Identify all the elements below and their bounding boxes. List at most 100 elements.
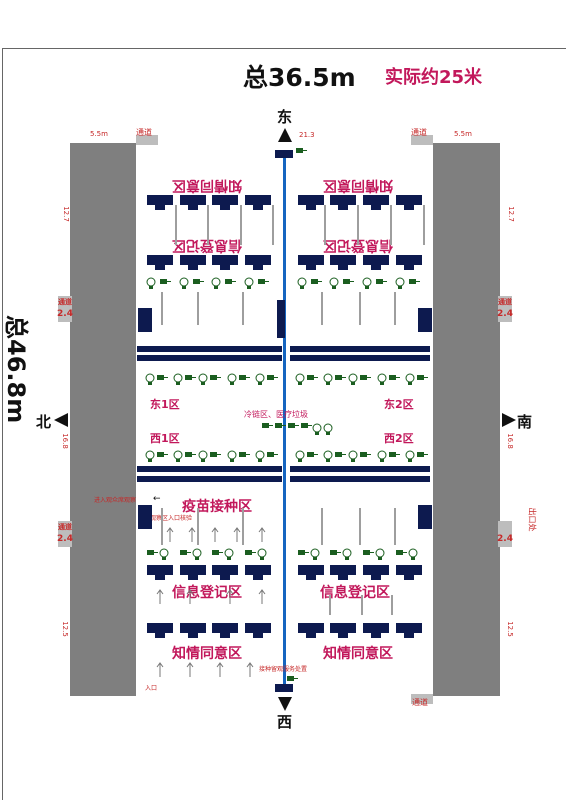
area-east2: 东2区 [384, 398, 414, 411]
plug-top-3 [258, 279, 265, 284]
bulb-top-5 [329, 277, 339, 287]
bulb-low-0 [159, 548, 169, 558]
bulb-top-3 [244, 277, 254, 287]
desk-register-top-0 [147, 255, 173, 265]
dim-left-gate: 2.4 [57, 309, 73, 319]
plug-low-0 [147, 550, 154, 555]
desk-consent-top-3-chair [253, 205, 263, 210]
bar-east-right-2 [290, 355, 430, 361]
desk-consent-bottom-1 [180, 623, 206, 633]
plug-east-l-2 [210, 375, 217, 380]
desk-consent-top-7-chair [404, 205, 414, 210]
north-arrow-up [278, 128, 292, 142]
desk-register-bottom-5-chair [338, 575, 348, 580]
area-east1: 东1区 [150, 398, 180, 411]
bulb-low-6-base [378, 557, 382, 560]
flow-arrow-c-0-head [156, 662, 164, 668]
top-left-passage [136, 135, 158, 145]
desk-register-top-5-chair [338, 265, 348, 270]
plug-low-4 [298, 550, 305, 555]
flow-arrow-b-1-head [186, 589, 194, 595]
bulb-east-r-4-base [408, 382, 412, 385]
desk-consent-top-6-chair [371, 205, 381, 210]
desk-register-bottom-1 [180, 565, 206, 575]
left-gate-lower [58, 521, 72, 547]
bulb-top-6 [362, 277, 372, 287]
plug-east-l-0 [157, 375, 164, 380]
bulb-low-1-base [195, 557, 199, 560]
desk-consent-bottom-0 [147, 623, 173, 633]
plug-east-r-3 [389, 375, 396, 380]
bulb-top-1 [179, 277, 189, 287]
bulb-east-l-0 [145, 373, 155, 383]
desk-consent-top-5 [330, 195, 356, 205]
bulb-west-r-2-base [351, 459, 355, 462]
desk-register-top-3-chair [253, 265, 263, 270]
bulb-west-r-3-base [380, 459, 384, 462]
side-box-right [418, 308, 432, 332]
desk-register-top-2-chair [220, 265, 230, 270]
passage-top-left: 通道 [136, 128, 152, 137]
passage-left-lower-gate: 通道 [58, 523, 72, 531]
bulb-top-2 [211, 277, 221, 287]
bulb-east-r-0 [295, 373, 305, 383]
bulb-low-2 [224, 548, 234, 558]
desk-consent-bottom-2-chair [220, 633, 230, 638]
bar-east-left-2 [137, 355, 282, 361]
plug-top-4 [311, 279, 318, 284]
center-axis [283, 150, 286, 686]
bulb-east-r-0-base [298, 382, 302, 385]
desk-register-bottom-6-chair [371, 575, 381, 580]
plug-cold-2 [288, 423, 295, 428]
bulb-low-5 [342, 548, 352, 558]
bulb-top-4 [297, 277, 307, 287]
arrow-down-west [278, 697, 292, 711]
plug-west-r-2 [360, 452, 367, 457]
flow-arrow-b-3-head [258, 589, 266, 595]
plug-east-r-0 [307, 375, 314, 380]
plug-west-r-1 [335, 452, 342, 457]
arrow-right-south [502, 413, 516, 427]
desk-register-top-2 [212, 255, 238, 265]
desk-register-top-6-chair [371, 265, 381, 270]
bulb-east-l-0-base [148, 382, 152, 385]
bar-west-left [137, 466, 282, 472]
bulb-top-5-base [332, 286, 336, 289]
desk-consent-bottom-6-chair [371, 633, 381, 638]
plug-top-1 [193, 279, 200, 284]
desk-register-top-6 [363, 255, 389, 265]
bulb-top-3-base [247, 286, 251, 289]
right-wall [433, 143, 500, 696]
passage-left-gate: 通道 [58, 298, 72, 306]
note-observation-check: 观察区入口核验 [150, 515, 193, 522]
east-label: 东 [277, 108, 293, 126]
bulb-east-l-4 [255, 373, 265, 383]
desk-register-bottom-0 [147, 565, 173, 575]
axis-top-plug [296, 148, 303, 153]
dim-top-right: 5.5m [454, 130, 472, 138]
desk-consent-bottom-3-chair [253, 633, 263, 638]
note-entrance: 入口 [145, 685, 158, 692]
desk-consent-bottom-2 [212, 623, 238, 633]
plug-east-l-1 [185, 375, 192, 380]
desk-register-top-7 [396, 255, 422, 265]
plug-cold-1 [275, 423, 282, 428]
plug-east-r-2 [360, 375, 367, 380]
bulb-west-l-2 [198, 450, 208, 460]
bulb-cold-1-base [326, 432, 330, 435]
bulb-west-r-1-base [326, 459, 330, 462]
bulb-east-l-1 [173, 373, 183, 383]
bulb-west-r-1 [323, 450, 333, 460]
bulb-east-l-3-base [230, 382, 234, 385]
bar-west-right [290, 466, 430, 472]
desk-consent-top-4-chair [306, 205, 316, 210]
side-box-lower-left [138, 505, 152, 529]
desk-consent-top-4 [298, 195, 324, 205]
bulb-west-l-1-base [176, 459, 180, 462]
area-register-bottom-right: 信息登记区 [320, 585, 390, 601]
dim-right-lower-gate: 2.4 [497, 534, 513, 544]
desk-register-bottom-3-chair [253, 575, 263, 580]
bulb-west-r-0-base [298, 459, 302, 462]
dim-right-gate: 2.4 [497, 309, 513, 319]
